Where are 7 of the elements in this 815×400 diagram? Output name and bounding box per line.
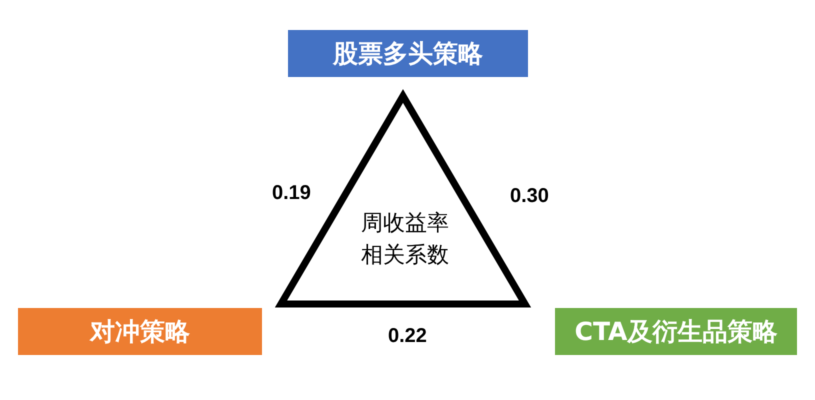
strategy-box: 股票多头策略 (288, 30, 528, 77)
correlation-value: 0.22 (388, 325, 427, 348)
strategy-box: CTA及衍生品策略 (555, 308, 797, 355)
correlation-value: 0.30 (510, 185, 549, 208)
triangle-text: 周收益率相关系数 (360, 210, 450, 270)
strategy-box: 对冲策略 (18, 308, 262, 355)
correlation-value: 0.19 (272, 182, 311, 205)
